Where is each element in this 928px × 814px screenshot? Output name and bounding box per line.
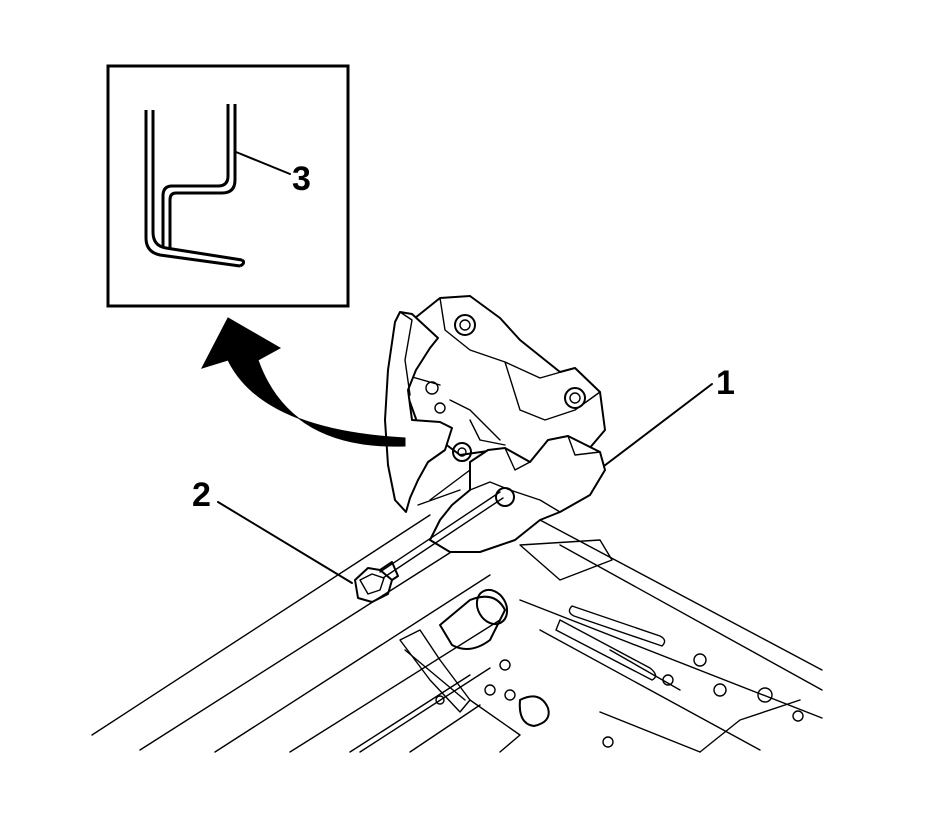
leader-line-2	[217, 501, 353, 584]
recliner-trim-cover	[384, 311, 606, 553]
callout-3: 3	[292, 160, 311, 198]
rail-holes	[435, 653, 804, 748]
screw	[354, 491, 504, 603]
callout-1: 1	[716, 364, 735, 402]
leader-line-1	[603, 383, 713, 467]
detail-inset	[106, 64, 350, 308]
callout-2: 2	[192, 476, 211, 514]
seat-frame-rails	[91, 514, 823, 753]
view-arrow	[201, 317, 406, 447]
